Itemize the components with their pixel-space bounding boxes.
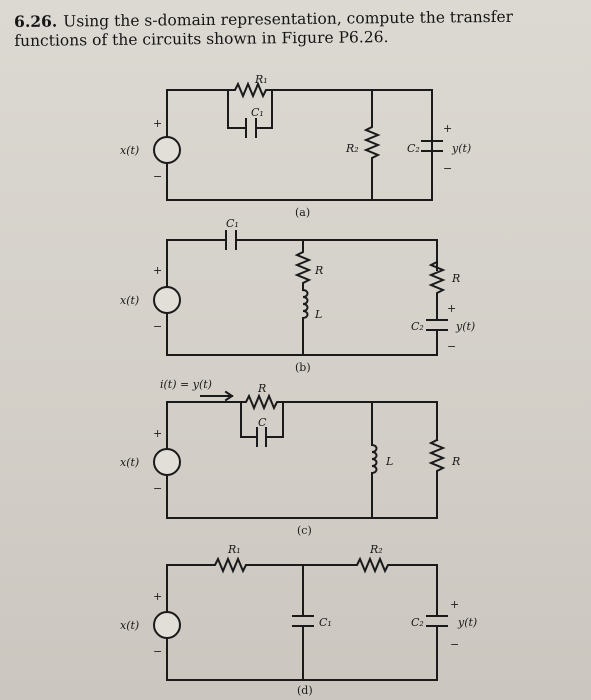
voltage-source-a	[153, 136, 181, 164]
resistor-r1	[221, 81, 278, 99]
capacitor-c2-d	[426, 615, 448, 627]
resistor-r2-d	[349, 556, 401, 574]
circuit-a: + − x(t) R₁ C₁ R₂ C₂ + y(t) − (a)	[120, 73, 471, 219]
circuit-b: + − x(t) C₁ R L R C₂ + y(t) − (b)	[120, 217, 475, 374]
label-c-c: C	[258, 416, 267, 429]
resistor-r2	[363, 89, 381, 201]
output-minus-d: −	[450, 638, 459, 651]
output-label-d: y(t)	[457, 616, 477, 629]
circuit-c: + − x(t) i(t) = y(t) R C L R (c)	[120, 378, 460, 537]
label-c2-a: C₂	[407, 142, 420, 155]
label-c1-d: C₁	[319, 616, 332, 629]
capacitor-c2-b	[426, 319, 448, 331]
label-l-c: L	[385, 455, 393, 468]
output-minus-b: −	[447, 340, 456, 353]
resistor-r-c	[235, 393, 289, 411]
resistor-r1-d	[207, 556, 259, 574]
label-r1-d: R₁	[227, 543, 241, 556]
voltage-source-c	[153, 448, 181, 476]
label-r-right-b: R	[451, 272, 460, 285]
source-label-a: x(t)	[120, 144, 139, 157]
source-label-c: x(t)	[120, 456, 139, 469]
inductor-l-c	[371, 401, 378, 519]
output-plus-d: +	[450, 598, 459, 611]
current-arrow-c	[200, 390, 234, 402]
capacitor-c-c	[256, 427, 267, 447]
source-plus-b: +	[153, 264, 162, 277]
label-r1-a: R₁	[254, 73, 268, 86]
resistor-r-mid-b	[294, 239, 312, 291]
circuit-d: + − x(t) R₁ R₂ C₁ C₂ + y(t) − (d)	[120, 543, 477, 697]
source-plus-d: +	[153, 590, 162, 603]
label-r-c: R	[257, 382, 266, 395]
r1-c1-parallel	[221, 81, 278, 138]
resistor-r-right-b	[428, 260, 446, 313]
label-r2-a: R₂	[345, 142, 359, 155]
capacitor-c2	[421, 140, 443, 152]
label-c1-b: C₁	[226, 217, 239, 230]
source-plus-a: +	[153, 117, 162, 130]
label-c2-b: C₂	[411, 320, 424, 333]
label-c2-d: C₂	[411, 616, 424, 629]
source-minus-d: −	[153, 645, 162, 658]
output-minus-a: −	[443, 162, 452, 175]
capacitor-c1-b	[225, 230, 237, 250]
capacitor-c1	[245, 118, 257, 138]
voltage-source-d	[153, 611, 181, 639]
source-label-b: x(t)	[120, 294, 139, 307]
caption-c: (c)	[297, 524, 312, 537]
output-plus-b: +	[447, 302, 456, 315]
caption-a: (a)	[295, 206, 310, 219]
output-label-a: y(t)	[451, 142, 471, 155]
capacitor-c1-d	[292, 615, 314, 627]
label-r-mid-b: R	[314, 264, 323, 277]
source-minus-c: −	[153, 482, 162, 495]
label-c1-a: C₁	[251, 106, 264, 119]
resistor-r-right-c	[428, 438, 446, 489]
current-label-c: i(t) = y(t)	[160, 378, 212, 391]
label-r2-d: R₂	[369, 543, 383, 556]
source-minus-a: −	[153, 170, 162, 183]
output-label-b: y(t)	[455, 320, 475, 333]
label-r-right-c: R	[451, 455, 460, 468]
source-label-d: x(t)	[120, 619, 139, 632]
inductor-l-b	[301, 288, 309, 356]
source-minus-b: −	[153, 320, 162, 333]
caption-d: (d)	[297, 684, 313, 697]
label-l-b: L	[314, 308, 322, 321]
caption-b: (b)	[295, 361, 311, 374]
source-plus-c: +	[153, 427, 162, 440]
voltage-source-b	[153, 286, 181, 314]
output-plus-a: +	[443, 122, 452, 135]
